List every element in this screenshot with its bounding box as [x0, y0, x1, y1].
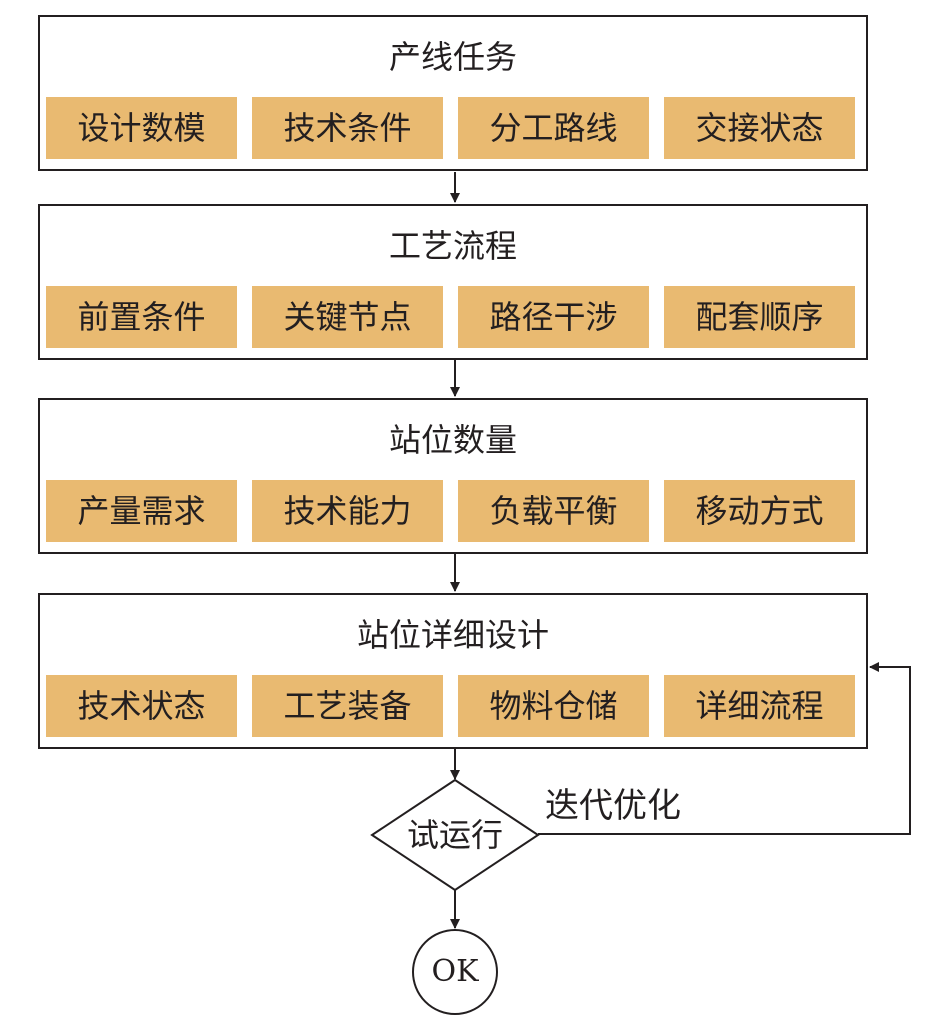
loop-label: 迭代优化: [545, 786, 681, 826]
end-circle: [412, 929, 498, 1015]
stage-item: 产量需求: [46, 480, 237, 542]
stage-item: 交接状态: [664, 97, 855, 159]
stage-item: 前置条件: [46, 286, 237, 348]
stage-item: 物料仓储: [458, 675, 649, 737]
stage-item: 工艺装备: [252, 675, 443, 737]
loop-back-arrow: [538, 662, 911, 835]
stage-title: 产线任务: [388, 38, 517, 76]
stage-item: 配套顺序: [664, 286, 855, 348]
stage-item: 技术状态: [46, 675, 237, 737]
stage-item: 设计数模: [46, 97, 237, 159]
stage-item: 分工路线: [458, 97, 649, 159]
decision-diamond: [370, 778, 540, 892]
stage-production-task: 产线任务 设计数模 技术条件 分工路线 交接状态: [38, 15, 868, 171]
stage-title: 站位数量: [388, 421, 517, 459]
decision-label: 试运行: [406, 816, 503, 854]
stage-item: 移动方式: [664, 480, 855, 542]
end-label: OK: [431, 954, 479, 989]
stage-title: 站位详细设计: [356, 616, 549, 654]
stage-title: 工艺流程: [388, 227, 517, 265]
stage-station-detail-design: 站位详细设计 技术状态 工艺装备 物料仓储 详细流程: [38, 593, 868, 749]
stage-item: 技术条件: [252, 97, 443, 159]
stage-item: 路径干涉: [458, 286, 649, 348]
stage-process-flow: 工艺流程 前置条件 关键节点 路径干涉 配套顺序: [38, 204, 868, 360]
stage-item: 技术能力: [252, 480, 443, 542]
stage-item: 关键节点: [252, 286, 443, 348]
stage-station-count: 站位数量 产量需求 技术能力 负载平衡 移动方式: [38, 398, 868, 554]
stage-item: 负载平衡: [458, 480, 649, 542]
stage-item: 详细流程: [664, 675, 855, 737]
